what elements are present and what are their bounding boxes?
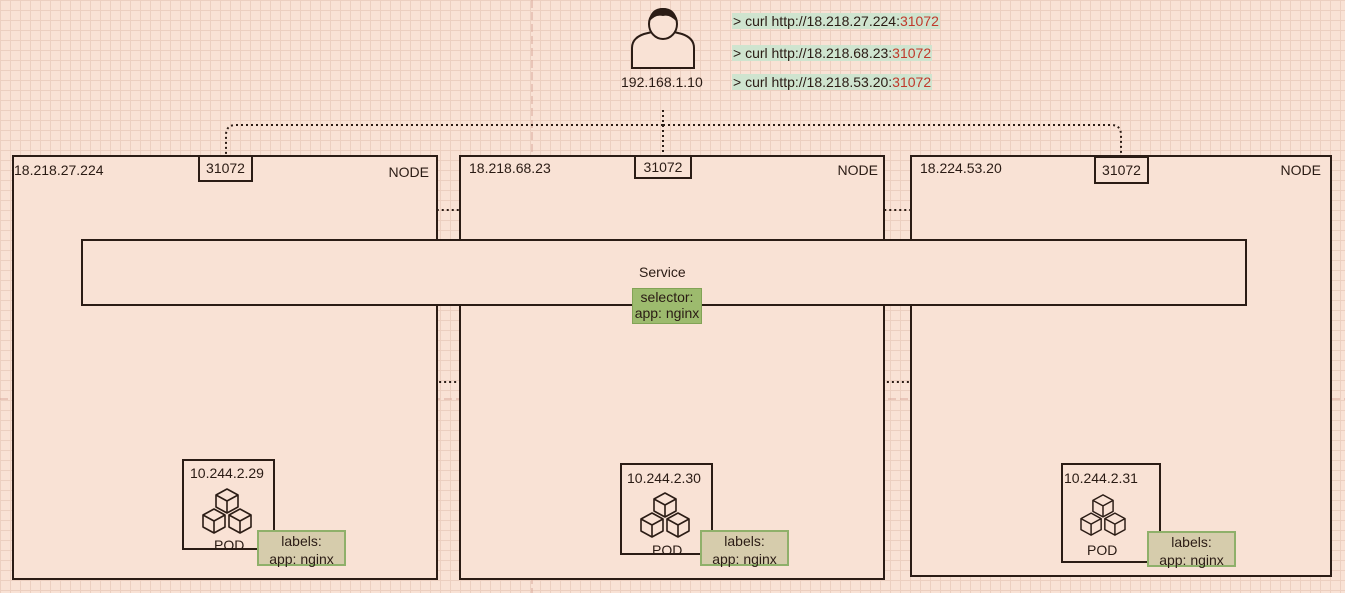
curl-command-2: > curl http://18.218.68.23:31072	[732, 45, 933, 61]
pod-ip: 10.244.2.29	[190, 465, 264, 481]
curl-url: > curl http://18.218.68.23:	[733, 45, 893, 61]
labels-key: labels:	[1171, 534, 1212, 550]
service-selector: selector: app: nginx	[632, 288, 702, 324]
labels-key: labels:	[281, 533, 322, 549]
user-icon	[631, 8, 695, 69]
cubes-icon	[640, 492, 690, 538]
curl-port: 31072	[892, 74, 932, 90]
curl-url: > curl http://18.218.53.20:	[733, 74, 893, 90]
node-label: NODE	[1280, 162, 1321, 178]
pod-ip: 10.244.2.31	[1064, 470, 1138, 486]
selector-value: app: nginx	[634, 305, 700, 321]
node-ip: 18.218.27.224	[14, 162, 104, 178]
labels-value: app: nginx	[712, 551, 777, 567]
pod-label: POD	[214, 537, 245, 553]
pod-labels-2: labels: app: nginx	[700, 530, 789, 567]
curl-port: 31072	[899, 13, 939, 29]
node-ip: 18.224.53.20	[920, 160, 1002, 176]
node-port-2[interactable]: 31072	[634, 155, 692, 179]
curl-url: > curl http://18.218.27.224:	[733, 13, 900, 29]
pod-2[interactable]: 10.244.2.30 POD	[620, 463, 713, 558]
node-label: NODE	[837, 162, 878, 178]
labels-value: app: nginx	[1159, 552, 1224, 568]
pod-ip: 10.244.2.30	[627, 470, 701, 486]
labels-key: labels:	[724, 533, 765, 549]
node-label: NODE	[388, 164, 429, 180]
selector-key: selector:	[640, 289, 694, 305]
user-avatar	[630, 6, 696, 70]
service-label: Service	[639, 264, 686, 280]
pod-labels-3: labels: app: nginx	[1147, 531, 1236, 568]
user-ip: 192.168.1.10	[621, 74, 703, 90]
pod-label: POD	[652, 542, 683, 558]
node-port-3[interactable]: 31072	[1094, 156, 1149, 184]
node-ip: 18.218.68.23	[469, 160, 551, 176]
curl-command-3: > curl http://18.218.53.20:31072	[732, 74, 933, 90]
labels-value: app: nginx	[269, 551, 334, 567]
pod-label: POD	[1087, 542, 1118, 558]
curl-port: 31072	[892, 45, 932, 61]
cubes-icon	[1080, 494, 1126, 536]
curl-command-1: > curl http://18.218.27.224:31072	[732, 13, 940, 29]
cubes-icon	[202, 488, 252, 534]
node-port-1[interactable]: 31072	[198, 155, 253, 182]
pod-labels-1: labels: app: nginx	[257, 530, 346, 567]
pod-3[interactable]: 10.244.2.31 POD	[1061, 463, 1161, 563]
